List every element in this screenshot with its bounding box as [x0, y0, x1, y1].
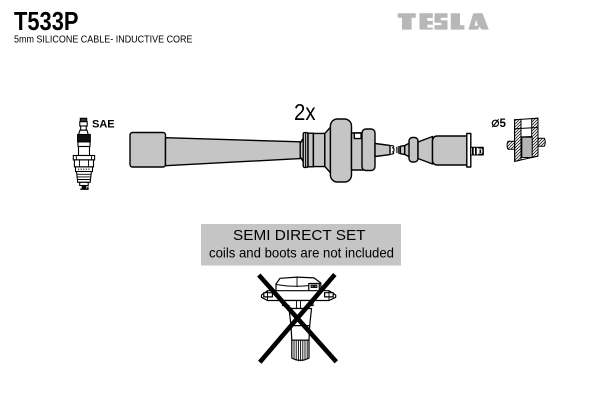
- svg-text:2x: 2x: [294, 99, 316, 125]
- svg-text:coils and boots are not includ: coils and boots are not included: [209, 245, 394, 261]
- svg-text:SAE: SAE: [92, 119, 115, 131]
- svg-text:SEMI DIRECT SET: SEMI DIRECT SET: [233, 227, 366, 244]
- svg-text:5mm SILICONE CABLE- INDUCTIVE: 5mm SILICONE CABLE- INDUCTIVE CORE: [14, 35, 193, 46]
- svg-text:5: 5: [500, 118, 507, 130]
- svg-text:T533P: T533P: [14, 6, 79, 36]
